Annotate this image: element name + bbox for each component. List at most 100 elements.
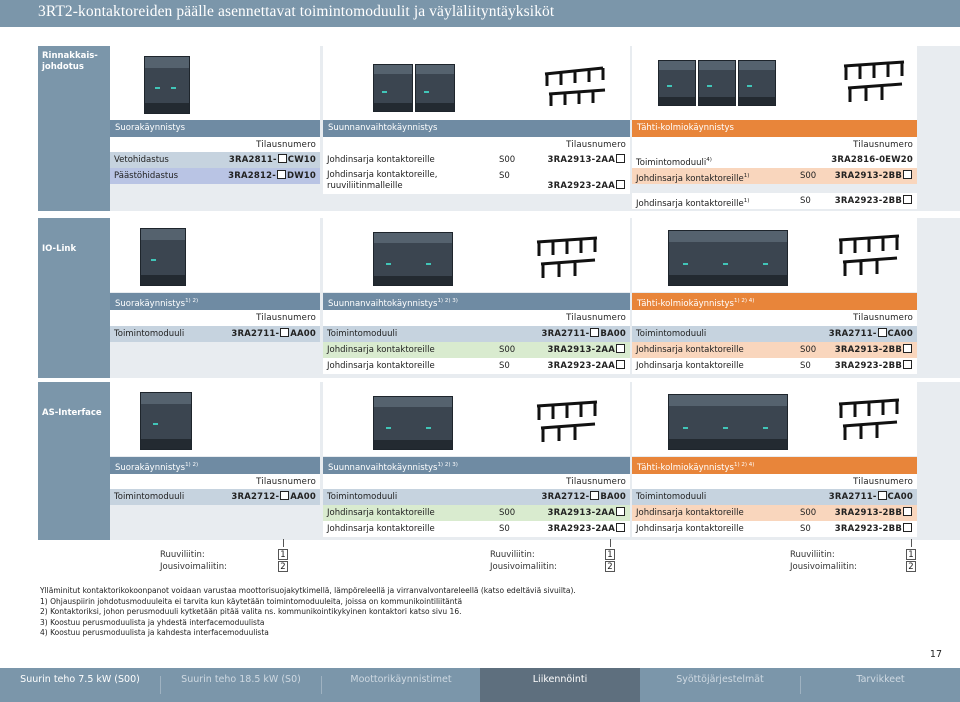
contactor-module-icon	[140, 228, 186, 286]
section-header-stardelta: Tähti-kolmiokäynnistys1) 2) 4)	[632, 293, 917, 310]
tab-accessories[interactable]: Tarvikkeet	[856, 674, 905, 685]
tab-motor-starters[interactable]: Moottorikäynnistimet	[350, 674, 452, 685]
product-image-reversing	[323, 382, 630, 456]
tab-divider	[160, 676, 161, 694]
table-row: Johdinsarja kontaktoreille1) S00 3RA2913…	[632, 168, 917, 184]
section-header-reversing: Suunnanvaihtokäynnistys1) 2) 3)	[323, 457, 630, 474]
connection-legend: Ruuviliitin:Jousivoimaliitin:	[490, 550, 557, 572]
option-box	[277, 154, 287, 163]
arrow-up-icon	[610, 539, 611, 547]
footnote: Ylläminitut kontaktorikokoonpanot voidaa…	[40, 586, 576, 595]
option-box	[276, 170, 286, 179]
contactor-icon	[698, 60, 736, 106]
section-label-parallel: Rinnakkais- johdotus	[38, 46, 110, 211]
table-row: Johdinsarja kontaktoreille S00 3RA2913-2…	[632, 505, 917, 521]
option-box	[903, 360, 912, 369]
contactor-icon	[373, 64, 413, 112]
table-row: Toimintomoduuli 3RA2711-AA00	[110, 326, 320, 342]
option-box	[590, 328, 600, 337]
option-box	[616, 523, 625, 532]
contactor-pair-icon	[373, 396, 453, 450]
option-box	[616, 154, 625, 163]
wiring-kit-icon	[843, 60, 905, 102]
table-row: Vetohidastus 3RA2811-CW10	[110, 152, 320, 168]
contactor-triple-icon	[668, 394, 788, 450]
connection-legend: Ruuviliitin:Jousivoimaliitin:	[160, 550, 227, 572]
product-image-reversing	[323, 46, 630, 120]
section-label-text: AS-Interface	[42, 408, 102, 418]
contactor-pair-icon	[373, 232, 453, 286]
column-header: Tilausnumero	[110, 137, 320, 153]
tab-s0[interactable]: Suurin teho 18.5 kW (S0)	[181, 674, 301, 685]
table-row: Johdinsarja kontaktoreille S00 3RA2913-2…	[632, 342, 917, 358]
table-row: Johdinsarja kontaktoreille S0 3RA2923-2B…	[632, 521, 917, 537]
product-image-direct	[110, 382, 320, 456]
arrow-up-icon	[283, 539, 284, 547]
table-row: Johdinsarja kontaktoreille S00 3RA2913-2…	[323, 152, 630, 168]
connection-legend: Ruuviliitin:Jousivoimaliitin:	[790, 550, 857, 572]
title-bar: 3RT2-kontaktoreiden päälle asennettavat …	[0, 0, 960, 27]
wiring-kit-icon	[544, 66, 606, 106]
table-row: Johdinsarja kontaktoreille S00 3RA2913-2…	[323, 505, 630, 521]
option-box	[280, 491, 290, 500]
product-image-direct	[110, 46, 320, 120]
product-image-stardelta	[632, 382, 917, 456]
page-title: 3RT2-kontaktoreiden päälle asennettavat …	[38, 3, 555, 20]
tab-divider	[800, 676, 801, 694]
table-row: Toimintomoduuli 3RA2712-BA00	[323, 489, 630, 505]
column-header: Tilausnumero	[632, 474, 917, 490]
table-row: Toimintomoduuli 3RA2711-BA00	[323, 326, 630, 342]
column-header: Tilausnumero	[323, 310, 630, 326]
column-header: Tilausnumero	[323, 137, 630, 153]
product-image-reversing	[323, 218, 630, 292]
section-label-text: Rinnakkais- johdotus	[42, 51, 98, 72]
screw-number: 1	[278, 549, 288, 560]
table-row: Johdinsarja kontaktoreille,ruuviliitinma…	[323, 168, 630, 194]
table-row: Johdinsarja kontaktoreille1) S0 3RA2923-…	[632, 193, 917, 209]
column-header: Tilausnumero	[632, 310, 917, 326]
section-label-asi: AS-Interface	[38, 382, 110, 540]
wiring-kit-icon	[536, 400, 598, 442]
tab-divider	[321, 676, 322, 694]
section-header-direct: Suorakäynnistys1) 2)	[110, 293, 320, 310]
screw-number: 1	[605, 549, 615, 560]
tab-feeder-systems[interactable]: Syöttöjärjestelmät	[676, 674, 764, 685]
table-row: Toimintomoduuli 3RA2712-AA00	[110, 489, 320, 505]
table-row: Toimintomoduuli 3RA2711-CA00	[632, 489, 917, 505]
section-label-text: IO-Link	[42, 244, 77, 254]
option-box	[903, 170, 912, 179]
column-header: Tilausnumero	[323, 474, 630, 490]
table-row: Päästöhidastus 3RA2812-DW10	[110, 168, 320, 184]
table-row: Johdinsarja kontaktoreille S00 3RA2913-2…	[323, 342, 630, 358]
footnote: 2) Kontaktoriksi, johon perusmoduuli kyt…	[40, 607, 462, 617]
section-header-reversing: Suunnanvaihtokäynnistys1) 2) 3)	[323, 293, 630, 310]
footnote: 3) Koostuu perusmoduulista ja yhdestä in…	[40, 617, 265, 627]
contactor-module-icon	[144, 56, 190, 114]
spring-number: 2	[278, 561, 288, 572]
section-label-iolink: IO-Link	[38, 218, 110, 378]
section-header-stardelta: Tähti-kolmiokäynnistys1) 2) 4)	[632, 457, 917, 474]
contactor-icon	[738, 60, 776, 106]
table-row: Toimintomoduuli4) 3RA2816-0EW20	[632, 152, 917, 168]
spring-number: 2	[906, 561, 916, 572]
spring-number: 2	[605, 561, 615, 572]
table-row: Toimintomoduuli 3RA2711-CA00	[632, 326, 917, 342]
section-header-reversing: Suunnanvaihtokäynnistys	[323, 120, 630, 137]
section-header-direct: Suorakäynnistys	[110, 120, 320, 137]
contactor-module-icon	[140, 392, 192, 450]
tab-communication[interactable]: Liikennöinti	[480, 668, 640, 702]
option-box	[903, 507, 912, 516]
tab-s00[interactable]: Suurin teho 7.5 kW (S00)	[20, 674, 140, 685]
bottom-tab-bar: Suurin teho 7.5 kW (S00) Suurin teho 18.…	[0, 668, 960, 702]
wiring-kit-icon	[838, 234, 900, 276]
table-row: Johdinsarja kontaktoreille S0 3RA2923-2A…	[323, 521, 630, 537]
screw-number: 1	[906, 549, 916, 560]
column-header: Tilausnumero	[110, 310, 320, 326]
contactor-icon	[415, 64, 455, 112]
section-header-direct: Suorakäynnistys1) 2)	[110, 457, 320, 474]
option-box	[616, 344, 625, 353]
column-header: Tilausnumero	[632, 137, 917, 153]
section-header-stardelta: Tähti-kolmiokäynnistys	[632, 120, 917, 137]
option-box	[616, 360, 625, 369]
footnote: 4) Koostuu perusmoduulista ja kahdesta i…	[40, 628, 269, 638]
